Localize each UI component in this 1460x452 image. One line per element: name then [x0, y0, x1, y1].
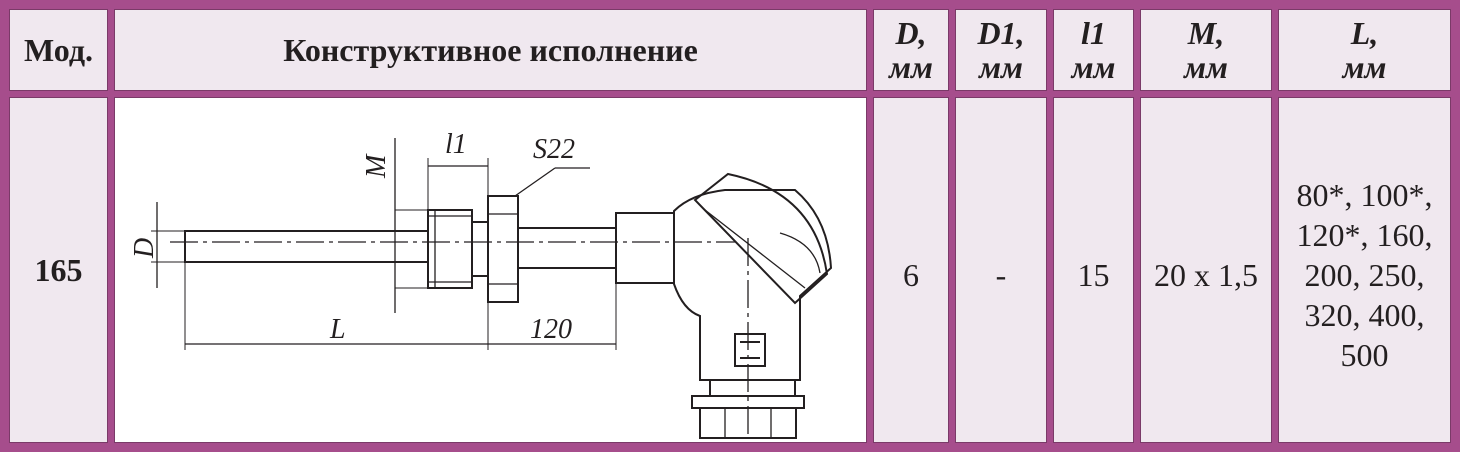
header-model-label: Мод.	[23, 31, 94, 68]
header-l: L, мм	[1278, 9, 1451, 91]
header-design-label: Конструктивное исполнение	[283, 31, 698, 68]
header-d1: D1, мм	[955, 9, 1047, 91]
header-l1-unit: мм	[1071, 49, 1116, 85]
hex-nut	[487, 195, 519, 303]
row-l-line: 120*, 160,	[1296, 217, 1433, 253]
row-l-line: 320, 400,	[1304, 297, 1425, 333]
row-model: 165	[9, 97, 108, 443]
header-d1-unit: мм	[979, 49, 1023, 85]
terminal-slot	[734, 333, 766, 367]
header-m: M, мм	[1140, 9, 1272, 91]
cable-gland	[709, 379, 796, 397]
dim-label-d: D	[129, 238, 160, 259]
head-body	[673, 189, 833, 381]
row-l-line: 80*, 100*,	[1296, 177, 1433, 213]
row-model-value: 165	[34, 251, 83, 288]
row-l1-value: 15	[1077, 256, 1110, 293]
dim-label-l1: l1	[445, 129, 467, 160]
stem-tube	[517, 227, 617, 269]
head-cover	[693, 172, 829, 305]
header-d: D, мм	[873, 9, 949, 91]
header-m-name: M,	[1187, 15, 1225, 51]
row-d1: -	[955, 97, 1047, 443]
header-d1-name: D1,	[977, 15, 1025, 51]
row-d: 6	[873, 97, 949, 443]
drawing-cell: D M l1 S22 L 120	[114, 97, 867, 443]
header-l-name: L,	[1350, 15, 1379, 51]
row-m: 20 x 1,5	[1140, 97, 1272, 443]
dim-label-m: M	[361, 153, 392, 179]
row-d-value: 6	[903, 256, 919, 293]
header-l1-name: l1	[1081, 15, 1106, 51]
dim-label-s22: S22	[533, 134, 575, 165]
threaded-fitting	[427, 209, 473, 289]
header-m-unit: мм	[1184, 49, 1228, 85]
header-l1: l1 мм	[1053, 9, 1134, 91]
header-d-name: D,	[895, 15, 927, 51]
header-l-unit: мм	[1342, 49, 1387, 85]
row-l-line: 500	[1340, 337, 1389, 373]
row-l-line: 200, 250,	[1304, 257, 1425, 293]
header-d-unit: мм	[889, 49, 933, 85]
dim-label-l: L	[329, 314, 346, 345]
header-design: Конструктивное исполнение	[114, 9, 867, 91]
header-model: Мод.	[9, 9, 108, 91]
probe-rod	[184, 230, 429, 263]
row-d1-value: -	[995, 256, 1007, 293]
dim-label-120: 120	[530, 314, 572, 345]
thermocouple-drawing: D M l1 S22 L 120	[129, 129, 833, 439]
row-l1: 15	[1053, 97, 1134, 443]
row-m-value: 20 x 1,5	[1154, 256, 1258, 293]
row-l: 80*, 100*, 120*, 160, 200, 250, 320, 400…	[1278, 97, 1451, 443]
neck	[615, 212, 675, 284]
